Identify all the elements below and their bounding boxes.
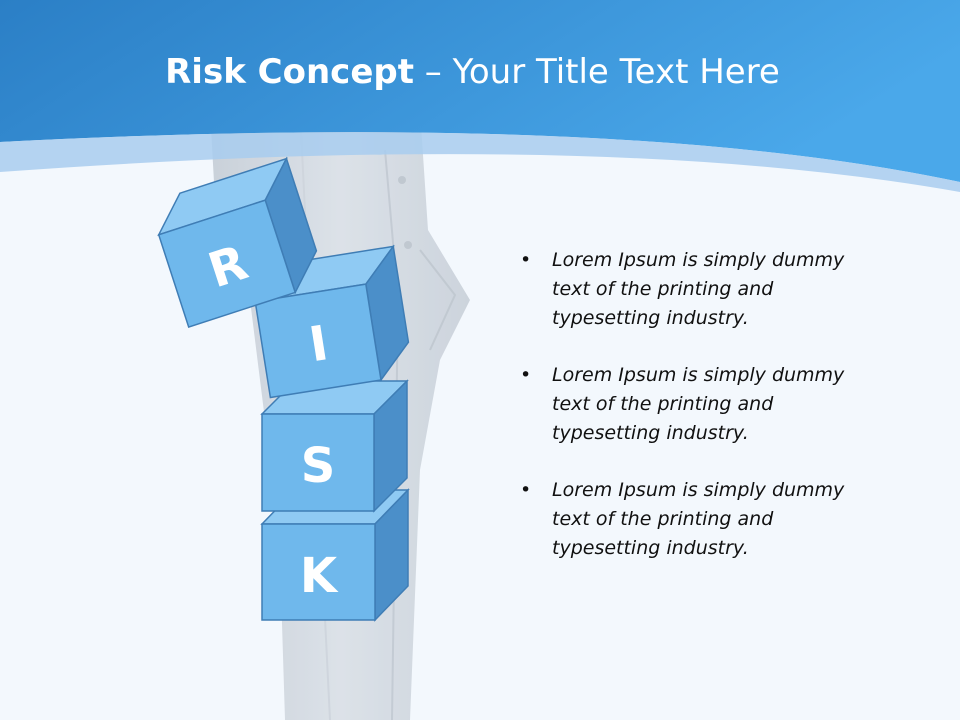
bullet-dot-icon: • xyxy=(520,249,532,271)
bullet-item: •Lorem Ipsum is simply dummy text of the… xyxy=(520,476,850,563)
block-k-letter: K xyxy=(300,548,339,604)
bullet-item: •Lorem Ipsum is simply dummy text of the… xyxy=(520,361,850,448)
block-s: S xyxy=(260,379,409,513)
block-r: R xyxy=(157,156,318,328)
slide-title: Risk Concept – Your Title Text Here xyxy=(0,52,945,92)
bullet-list: •Lorem Ipsum is simply dummy text of the… xyxy=(520,246,850,591)
header-band xyxy=(0,0,960,182)
bullet-item: •Lorem Ipsum is simply dummy text of the… xyxy=(520,246,850,333)
block-k: K xyxy=(260,488,410,622)
bullet-dot-icon: • xyxy=(520,479,532,501)
bullet-dot-icon: • xyxy=(520,364,532,386)
block-s-letter: S xyxy=(301,438,336,494)
header-light-swoosh xyxy=(0,132,960,192)
title-bold: Risk Concept xyxy=(165,52,414,92)
block-i: I xyxy=(253,244,410,399)
title-rest: – Your Title Text Here xyxy=(413,52,780,92)
